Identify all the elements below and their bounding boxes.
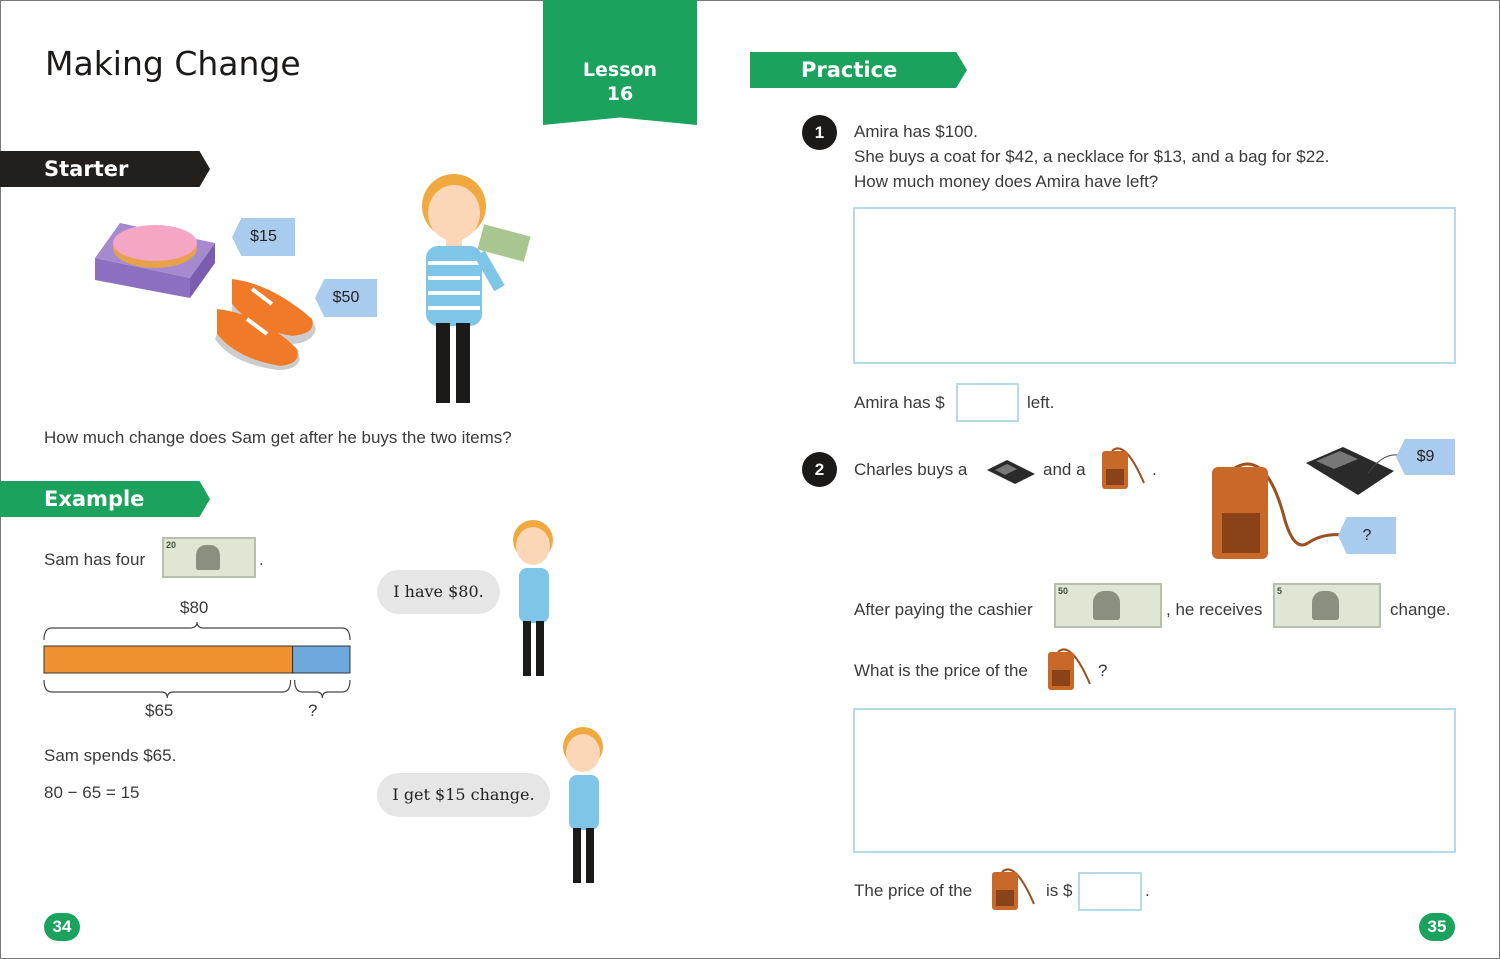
starter-banner: Starter (0, 151, 210, 187)
q2-charles-buys: Charles buys a (854, 460, 968, 479)
bar-segment-spent (43, 645, 294, 674)
cake-box-illustration (95, 223, 215, 298)
sam-has-period: . (259, 550, 264, 569)
q1-line-3: How much money does Amira have left? (854, 172, 1159, 191)
q2-period: . (1152, 460, 1157, 479)
change-brace (294, 679, 351, 698)
sam-has-text: Sam has four (44, 550, 146, 569)
bar-total-label: $80 (180, 598, 209, 617)
q2-working-area[interactable] (853, 708, 1456, 853)
bag-icon (1048, 648, 1091, 690)
speech-bubble-15-change: I get $15 change. (377, 773, 550, 817)
bag-icon (1102, 447, 1145, 489)
example-heading: Example (44, 487, 145, 511)
q2-price-end: . (1145, 881, 1150, 900)
page-title: Making Change (45, 44, 301, 83)
bar-model (43, 622, 351, 698)
q1-line-1: Amira has $100. (854, 122, 978, 141)
q2-price-prefix: The price of the (854, 881, 973, 900)
price-tag-bag: ? (1338, 517, 1396, 554)
bill-denomination: 50 (1058, 586, 1069, 596)
boy-holding-money-illustration (422, 174, 531, 403)
page-number-right: 35 (1419, 913, 1455, 941)
q1-answer-prefix: Amira has $ (854, 393, 945, 412)
q1-answer-suffix: left. (1027, 393, 1055, 412)
speech-bubble-have-80: I have $80. (377, 570, 500, 614)
price-tag-shoes: $50 (315, 279, 377, 317)
q1-answer-input[interactable] (956, 383, 1019, 422)
total-brace (43, 622, 351, 641)
lesson-number: 16 (606, 83, 634, 105)
q2-and-a: and a (1043, 460, 1086, 479)
calculator-icon (987, 460, 1035, 484)
price-tag-calculator: $9 (1396, 439, 1455, 475)
shoes-illustration (215, 279, 316, 370)
q2-price-is: is $ (1046, 881, 1073, 900)
bar-spent-label: $65 (145, 701, 174, 720)
twenty-dollar-bill-image: 20 (162, 537, 256, 578)
bag-and-calculator-illustration (1212, 447, 1398, 559)
spent-brace (43, 679, 292, 698)
five-dollar-bill-image: 5 (1273, 583, 1381, 628)
q2-he-receives: , he receives (1166, 600, 1263, 619)
bar-segment-change (292, 645, 351, 674)
q1-working-area[interactable] (853, 207, 1456, 364)
lesson-label: Lesson (582, 59, 658, 81)
practice-heading: Practice (801, 58, 898, 82)
q2-answer-input[interactable] (1078, 872, 1142, 911)
q1-line-2: She buys a coat for $42, a necklace for … (854, 147, 1330, 166)
boy-talking-illustration-2 (563, 727, 603, 883)
q2-change: change. (1390, 600, 1451, 619)
q2-after-paying: After paying the cashier (854, 600, 1033, 619)
boy-talking-illustration-1 (513, 520, 553, 676)
sam-spends-text: Sam spends $65. (44, 746, 177, 765)
question-2-number: 2 (802, 452, 837, 487)
bag-icon (992, 868, 1035, 910)
equation-text: 80 − 65 = 15 (44, 783, 140, 802)
practice-banner: Practice (750, 52, 967, 88)
starter-heading: Starter (44, 157, 129, 181)
question-1-number: 1 (802, 115, 837, 150)
page-number-left: 34 (44, 913, 80, 941)
q2-question-mark: ? (1098, 661, 1108, 680)
q2-what-price: What is the price of the (854, 661, 1028, 680)
fifty-dollar-bill-image: 50 (1054, 583, 1162, 628)
starter-question: How much change does Sam get after he bu… (44, 428, 512, 447)
bar-change-label: ? (308, 701, 318, 720)
bill-denomination: 20 (166, 540, 177, 550)
example-banner: Example (0, 481, 210, 517)
lesson-ribbon: Lesson 16 (543, 0, 697, 125)
bill-denomination: 5 (1277, 586, 1283, 596)
price-tag-cake: $15 (232, 218, 295, 256)
